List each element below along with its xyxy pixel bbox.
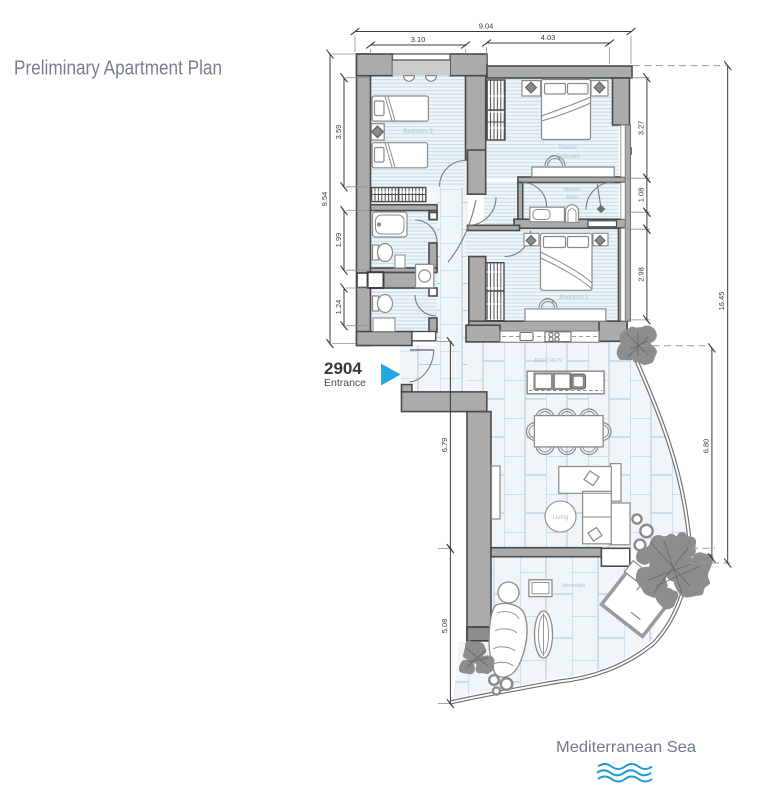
svg-text:Master: Master: [564, 187, 581, 193]
svg-text:Entrance: Entrance: [324, 377, 366, 389]
svg-text:Mediterranean Sea: Mediterranean Sea: [556, 739, 696, 756]
svg-text:KITCHEN: KITCHEN: [535, 358, 563, 364]
svg-text:Master: Master: [559, 145, 577, 151]
svg-text:Bedroom: Bedroom: [556, 154, 580, 160]
svg-text:Bedroom 2: Bedroom 2: [559, 295, 589, 301]
svg-text:2904: 2904: [324, 359, 362, 378]
svg-text:6.79: 6.79: [440, 438, 449, 453]
svg-text:Bedroom 3: Bedroom 3: [403, 129, 433, 135]
svg-text:Preliminary Apartment Plan: Preliminary Apartment Plan: [14, 57, 222, 80]
svg-text:6.80: 6.80: [701, 439, 710, 454]
svg-text:16.45: 16.45: [717, 292, 726, 311]
svg-text:9.54: 9.54: [320, 192, 329, 207]
svg-text:5.08: 5.08: [440, 619, 449, 634]
svg-text:Verandah: Verandah: [562, 583, 586, 589]
svg-text:3.10: 3.10: [411, 35, 426, 44]
svg-text:2.98: 2.98: [636, 267, 645, 282]
svg-text:1.08: 1.08: [636, 188, 645, 203]
svg-text:3.59: 3.59: [334, 125, 343, 140]
svg-text:1.99: 1.99: [334, 233, 343, 248]
svg-text:3.27: 3.27: [636, 121, 645, 136]
svg-text:9.04: 9.04: [479, 22, 494, 31]
svg-text:1.24: 1.24: [334, 300, 343, 315]
svg-text:Living: Living: [553, 515, 569, 521]
svg-text:Bath: Bath: [566, 195, 577, 201]
svg-text:4.03: 4.03: [541, 33, 556, 42]
